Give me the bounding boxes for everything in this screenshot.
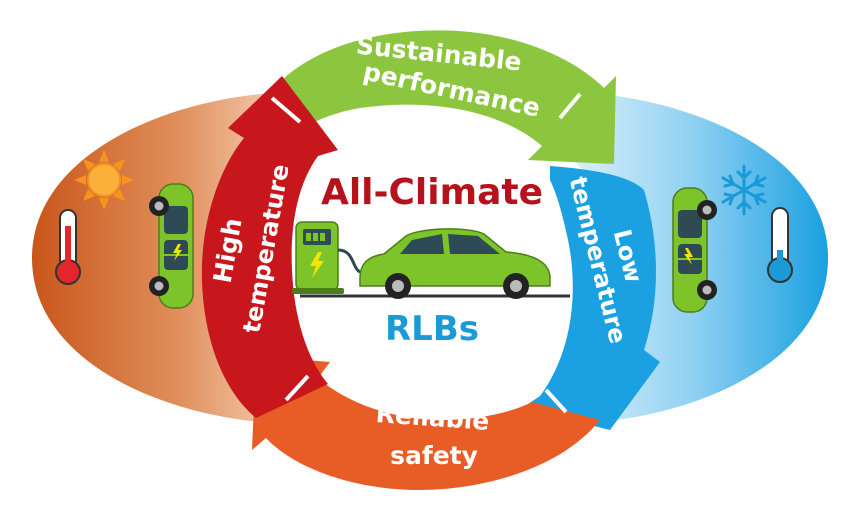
center-title: All-Climate bbox=[321, 172, 543, 213]
separator-tick bbox=[544, 388, 568, 414]
separator-tick bbox=[270, 96, 302, 124]
snowflake-icon bbox=[721, 164, 767, 216]
separator-tick bbox=[284, 374, 310, 402]
hot-thermometer-icon bbox=[55, 209, 81, 285]
arrow-right-blue bbox=[522, 166, 660, 430]
separator-tick bbox=[558, 92, 582, 120]
center-subtitle: RLBs bbox=[385, 309, 479, 349]
arrow-left-red bbox=[201, 76, 338, 418]
charging-station-icon bbox=[292, 221, 361, 294]
arrow-bottom-orange bbox=[252, 356, 600, 490]
arrow-top-green bbox=[282, 30, 616, 164]
label-bottom-line2: safety bbox=[390, 441, 478, 470]
car-icon bbox=[359, 228, 551, 299]
sun-icon bbox=[74, 150, 134, 210]
cold-thermometer-icon bbox=[767, 207, 793, 283]
